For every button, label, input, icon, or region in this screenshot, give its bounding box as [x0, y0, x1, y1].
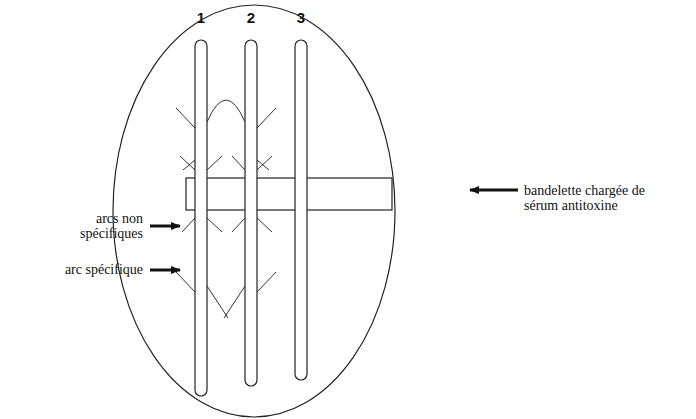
- callout-number: 2: [241, 10, 261, 25]
- antitoxin-strip: [186, 178, 392, 210]
- test-strip: [245, 40, 257, 386]
- callout-number: 1: [191, 10, 211, 25]
- precipitin-lines: [176, 100, 276, 318]
- test-strip: [295, 40, 307, 380]
- arc-label: arc spécifique: [13, 262, 143, 277]
- test-strip: [195, 40, 207, 396]
- callout-number: 3: [291, 10, 311, 25]
- strip-label: bandelette chargée de sérum antitoxine: [524, 183, 674, 213]
- arc-label: arcs non spécifiques: [43, 211, 143, 241]
- petri-dish: [113, 5, 395, 417]
- pointer-arrow: [470, 189, 518, 192]
- pointer-arrow: [150, 269, 180, 272]
- pointer-arrow: [150, 225, 180, 228]
